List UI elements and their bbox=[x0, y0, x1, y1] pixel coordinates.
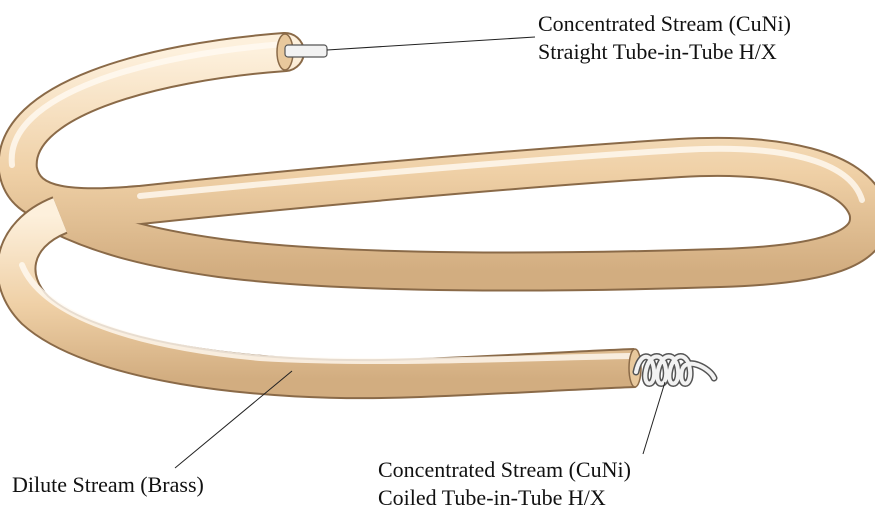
coiled-tube-label: Concentrated Stream (CuNi) Coiled Tube-i… bbox=[378, 456, 631, 512]
coiled-tube-label-line1: Concentrated Stream (CuNi) bbox=[378, 456, 631, 484]
leader-line-coiled bbox=[643, 382, 665, 454]
straight-inner-tube bbox=[277, 34, 327, 70]
straight-tube-label-line2: Straight Tube-in-Tube H/X bbox=[538, 38, 791, 66]
coiled-inner-tube bbox=[636, 357, 714, 384]
straight-tube-label-line1: Concentrated Stream (CuNi) bbox=[538, 10, 791, 38]
upper-coil-body bbox=[18, 52, 869, 272]
straight-inner-tube-body bbox=[285, 45, 327, 57]
coiled-tube-label-line2: Coiled Tube-in-Tube H/X bbox=[378, 484, 631, 512]
upper-coil bbox=[12, 44, 869, 272]
dilute-stream-label: Dilute Stream (Brass) bbox=[12, 471, 204, 499]
leader-line-straight bbox=[327, 37, 535, 50]
dilute-stream-label-text: Dilute Stream (Brass) bbox=[12, 471, 204, 499]
straight-tube-label: Concentrated Stream (CuNi) Straight Tube… bbox=[538, 10, 791, 66]
